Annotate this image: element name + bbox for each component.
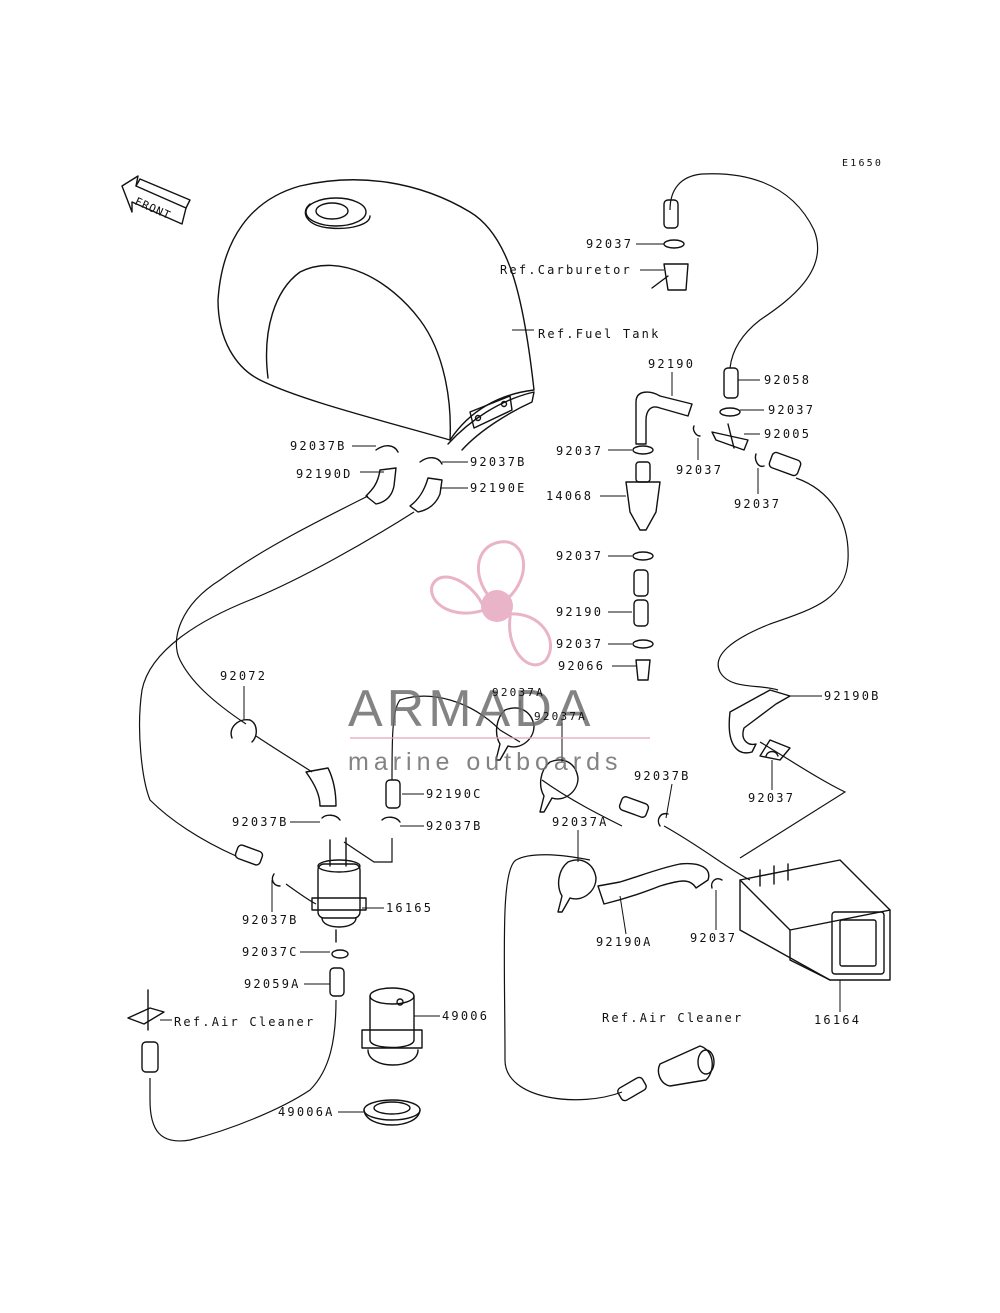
fuel-pump	[311, 837, 367, 943]
label-92072: 92072	[220, 669, 267, 683]
label-92037b: 92037B	[232, 815, 289, 829]
watermark-brand: ARMADA	[348, 680, 594, 738]
label-92037a: 92037A	[552, 815, 609, 829]
label-92037b: 92037B	[470, 455, 527, 469]
label-16164: 16164	[814, 1013, 861, 1027]
label-ref-air-cleaner-right: Ref.Air Cleaner	[602, 1011, 743, 1025]
label-92037: 92037	[676, 463, 723, 477]
label-92190d: 92190D	[296, 467, 353, 481]
label-92037a: 92037A	[492, 686, 545, 699]
label-92059a: 92059A	[244, 977, 301, 991]
front-arrow-icon: FRONT	[121, 175, 191, 225]
propeller-icon	[430, 540, 553, 667]
label-ref-air-cleaner-left: Ref.Air Cleaner	[174, 1015, 315, 1029]
label-92037: 92037	[556, 444, 603, 458]
label-92066: 92066	[558, 659, 605, 673]
label-92037b: 92037B	[426, 819, 483, 833]
label-92190e: 92190E	[470, 481, 527, 495]
hose-lines	[138, 173, 849, 1142]
label-92037: 92037	[556, 549, 603, 563]
label-92190b: 92190B	[824, 689, 881, 703]
label-ref-fuel-tank: Ref.Fuel Tank	[538, 327, 661, 341]
label-92190c: 92190C	[426, 787, 483, 801]
label-92190: 92190	[648, 357, 695, 371]
label-92058: 92058	[764, 373, 811, 387]
label-92005: 92005	[764, 427, 811, 441]
canister	[739, 859, 891, 981]
label-92037a: 92037A	[534, 710, 587, 723]
leader-lines	[160, 243, 841, 1113]
label-92190a: 92190A	[596, 935, 653, 949]
label-92037b: 92037B	[242, 913, 299, 927]
part-labels: E1650 92037 Ref.Carburetor Ref.Fuel Tank…	[174, 158, 883, 1119]
label-92037: 92037	[748, 791, 795, 805]
watermark-tagline: marine outboards	[348, 748, 623, 776]
label-14068: 14068	[546, 489, 593, 503]
label-92037b: 92037B	[290, 439, 347, 453]
label-92037: 92037	[690, 931, 737, 945]
label-92190: 92190	[556, 605, 603, 619]
label-16165: 16165	[386, 901, 433, 915]
label-49006a: 49006A	[278, 1105, 335, 1119]
label-92037: 92037	[586, 237, 633, 251]
label-49006: 49006	[442, 1009, 489, 1023]
label-92037b: 92037B	[634, 769, 691, 783]
label-ref-carburetor: Ref.Carburetor	[500, 263, 632, 277]
label-92037: 92037	[734, 497, 781, 511]
watermark-logo: ARMADA marine outboards	[348, 540, 650, 776]
propeller-hub	[481, 590, 513, 622]
fuel-tank	[217, 179, 535, 451]
diagram-code: E1650	[842, 158, 883, 169]
label-92037: 92037	[556, 637, 603, 651]
filter-element	[361, 987, 423, 1126]
label-92037: 92037	[768, 403, 815, 417]
label-92037c: 92037C	[242, 945, 299, 959]
small-parts	[127, 199, 802, 1102]
